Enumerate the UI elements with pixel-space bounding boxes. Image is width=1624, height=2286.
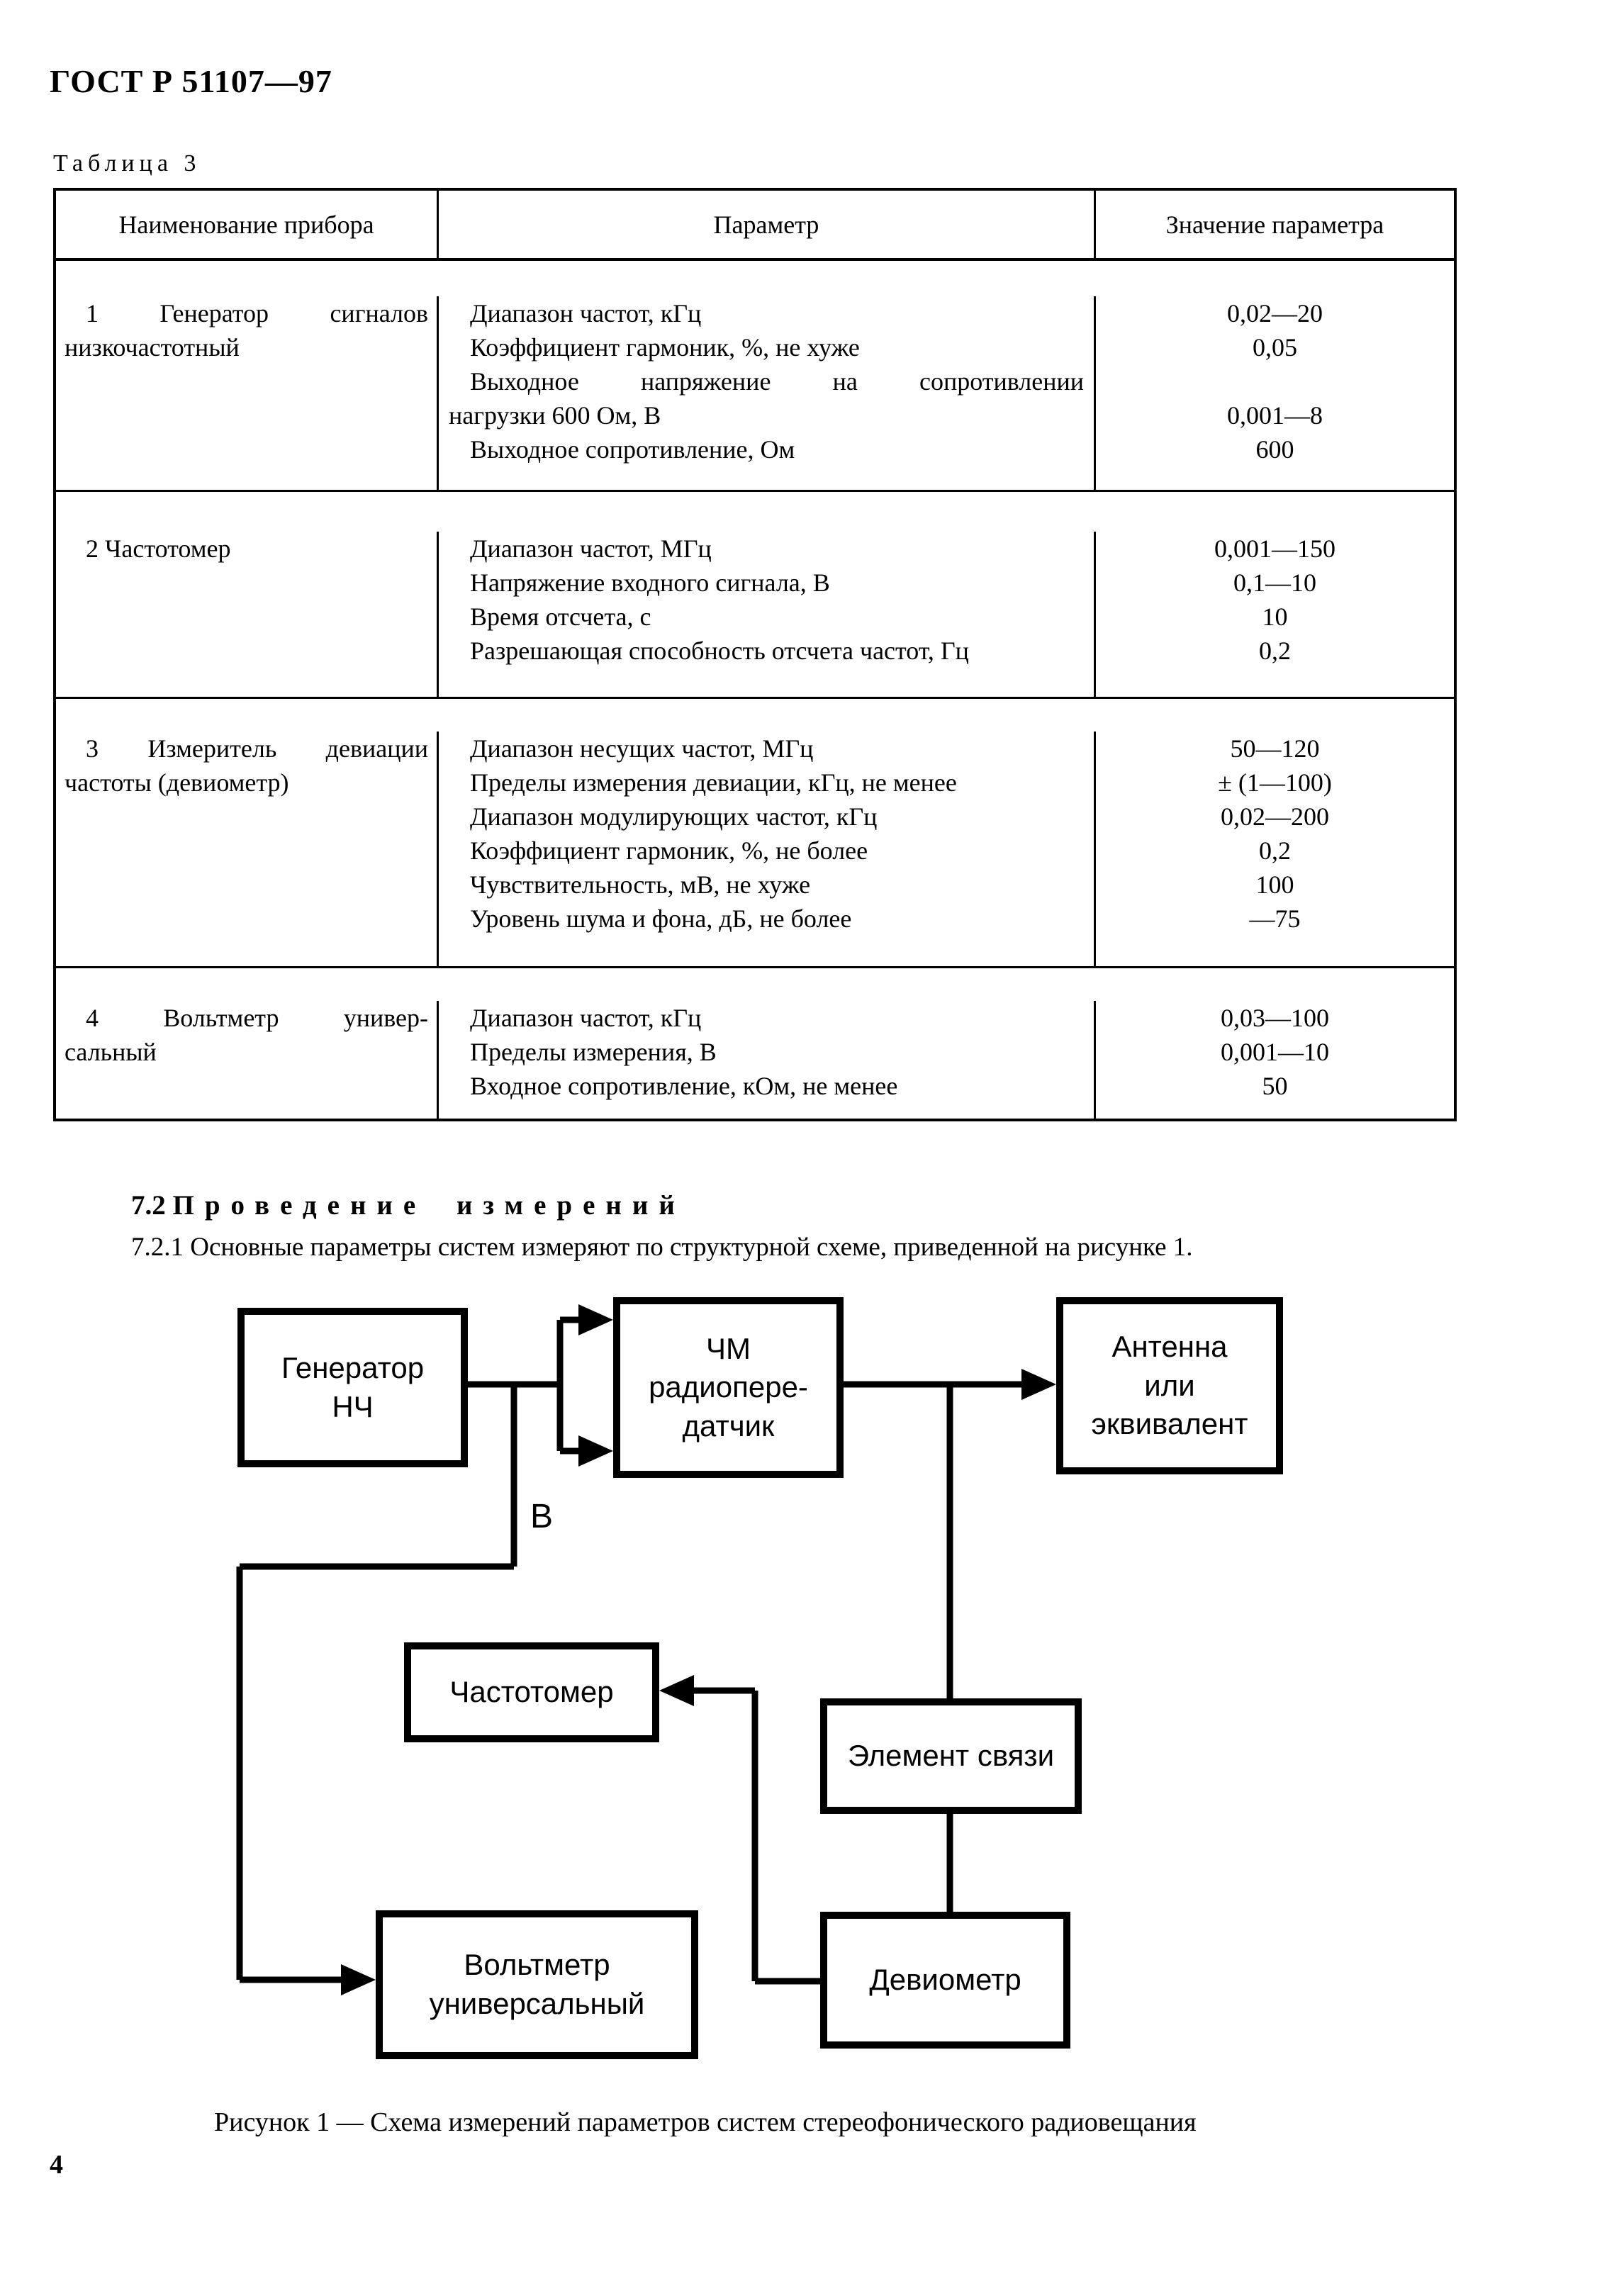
value-line: —75	[1249, 904, 1301, 933]
table-row: 3 Измеритель девиации частоты (девиометр…	[56, 697, 1454, 966]
parameter-cell: Диапазон частот, кГц Коэффициент гармони…	[437, 296, 1096, 490]
doc-number: ГОСТ Р 51107—97	[50, 63, 332, 99]
value-line: 0,001—10	[1221, 1038, 1329, 1066]
table-row: 2 Частотомер Диапазон частот, МГц Напряж…	[56, 490, 1454, 697]
point-label-v: В	[530, 1498, 554, 1535]
parameter-line: Выходное сопротивление, Ом	[470, 435, 795, 464]
parameter-line: Чувствительность, мВ, не хуже	[470, 870, 811, 899]
instrument-name-line: 1 Генератор сигналов	[86, 299, 428, 327]
box-deviometer: Девиометр	[820, 1912, 1070, 2049]
box-transmitter: ЧМ радиопере- датчик	[613, 1297, 844, 1478]
box-coupling-element: Элемент связи	[820, 1698, 1082, 1814]
table-row: 1 Генератор сигналов низкочастотный Диап…	[56, 261, 1454, 490]
parameter-line: Коэффициент гармоник, %, не хуже	[470, 333, 860, 362]
value-line: 50	[1262, 1072, 1288, 1100]
instrument-name-line: 3 Измеритель девиации	[86, 734, 428, 763]
box-generator: Генератор НЧ	[237, 1308, 468, 1467]
parameter-line: Диапазон частот, кГц	[470, 1004, 702, 1032]
parameter-line: Пределы измерения, В	[470, 1038, 717, 1066]
section-paragraph: 7.2.1 Основные параметры систем измеряют…	[131, 1233, 1193, 1262]
parameter-line: Диапазон модулирующих частот, кГц	[470, 802, 878, 831]
box-voltmeter: Вольтметр универсальный	[376, 1910, 698, 2059]
table-header-row: Наименование прибора Параметр Значение п…	[56, 191, 1454, 261]
instrument-name-cell: 4 Вольтметр универ- сальный	[56, 1001, 437, 1119]
figure-1-diagram: Генератор НЧ ЧМ радиопере- датчик Антенн…	[0, 1269, 1624, 2127]
value-line: 0,02—200	[1221, 802, 1329, 831]
parameter-line: Коэффициент гармоник, %, не более	[470, 836, 868, 865]
box-frequency-meter: Частотомер	[404, 1642, 659, 1742]
parameter-cell: Диапазон несущих частот, МГц Пределы изм…	[437, 732, 1096, 966]
parameter-line: Пределы измерения девиации, кГц, не мене…	[470, 768, 957, 797]
value-line: 0,1—10	[1233, 568, 1316, 597]
figure-caption: Рисунок 1 — Схема измерений параметров с…	[214, 2107, 1197, 2137]
value-cell: 0,001—150 0,1—10 10 0,2	[1096, 532, 1454, 697]
value-line: 0,2	[1259, 637, 1291, 665]
value-line	[1104, 364, 1445, 398]
instruments-table: Наименование прибора Параметр Значение п…	[53, 188, 1457, 1121]
value-line: 0,001—8	[1227, 401, 1323, 430]
value-cell: 0,03—100 0,001—10 50	[1096, 1001, 1454, 1119]
value-line: ± (1—100)	[1218, 768, 1332, 797]
parameter-line: Выходное напряжение на сопротивлении	[470, 367, 1084, 396]
value-line: 10	[1262, 603, 1288, 631]
parameter-line: Время отсчета, с	[470, 603, 651, 631]
parameter-line: Входное сопротивление, кОм, не менее	[470, 1072, 898, 1100]
parameter-line: Диапазон частот, МГц	[470, 534, 712, 563]
value-line: 0,05	[1253, 333, 1297, 362]
page-number: 4	[50, 2150, 63, 2180]
arrowheads	[341, 1304, 1056, 1995]
instrument-name-line: 2 Частотомер	[86, 534, 231, 563]
parameter-line: нагрузки 600 Ом, В	[449, 401, 661, 430]
value-line: 50—120	[1230, 734, 1320, 763]
col-header-value: Значение параметра	[1165, 210, 1384, 239]
table-label: Таблица 3	[53, 150, 201, 177]
parameter-line: Разрешающая способность отсчета частот, …	[470, 637, 969, 665]
instrument-name-line: частоты (девиометр)	[65, 768, 289, 797]
box-antenna: Антенна или эквивалент	[1056, 1297, 1283, 1474]
value-cell: 50—120 ± (1—100) 0,02—200 0,2 100 —75	[1096, 732, 1454, 966]
value-line: 100	[1255, 870, 1294, 899]
section-title: Проведение измерений	[172, 1190, 685, 1221]
instrument-name-line: 4 Вольтметр универ-	[86, 1004, 428, 1032]
parameter-line: Диапазон несущих частот, МГц	[470, 734, 814, 763]
table-row: 4 Вольтметр универ- сальный Диапазон час…	[56, 966, 1454, 1119]
col-header-parameter: Параметр	[437, 191, 1096, 258]
col-header-instrument: Наименование прибора	[118, 210, 374, 239]
value-line: 0,02—20	[1227, 299, 1323, 327]
instrument-name-cell: 1 Генератор сигналов низкочастотный	[56, 296, 437, 490]
value-line: 0,001—150	[1214, 534, 1335, 563]
section-number: 7.2	[131, 1190, 166, 1221]
value-line: 600	[1255, 435, 1294, 464]
diagram-connectors	[236, 1304, 1056, 1995]
instrument-name-line: сальный	[65, 1038, 157, 1066]
parameter-cell: Диапазон частот, МГц Напряжение входного…	[437, 532, 1096, 697]
instrument-name-cell: 2 Частотомер	[56, 532, 437, 697]
parameter-line: Напряжение входного сигнала, В	[470, 568, 830, 597]
value-line: 0,03—100	[1221, 1004, 1329, 1032]
parameter-line: Уровень шума и фона, дБ, не более	[470, 904, 852, 933]
instrument-name-cell: 3 Измеритель девиации частоты (девиометр…	[56, 732, 437, 966]
parameter-line: Диапазон частот, кГц	[470, 299, 702, 327]
value-line: 0,2	[1259, 836, 1291, 865]
parameter-cell: Диапазон частот, кГц Пределы измерения, …	[437, 1001, 1096, 1119]
section-heading: 7.2 Проведение измерений	[131, 1189, 685, 1221]
value-cell: 0,02—20 0,05 0,001—8 600	[1096, 296, 1454, 490]
instrument-name-line: низкочастотный	[65, 333, 240, 362]
